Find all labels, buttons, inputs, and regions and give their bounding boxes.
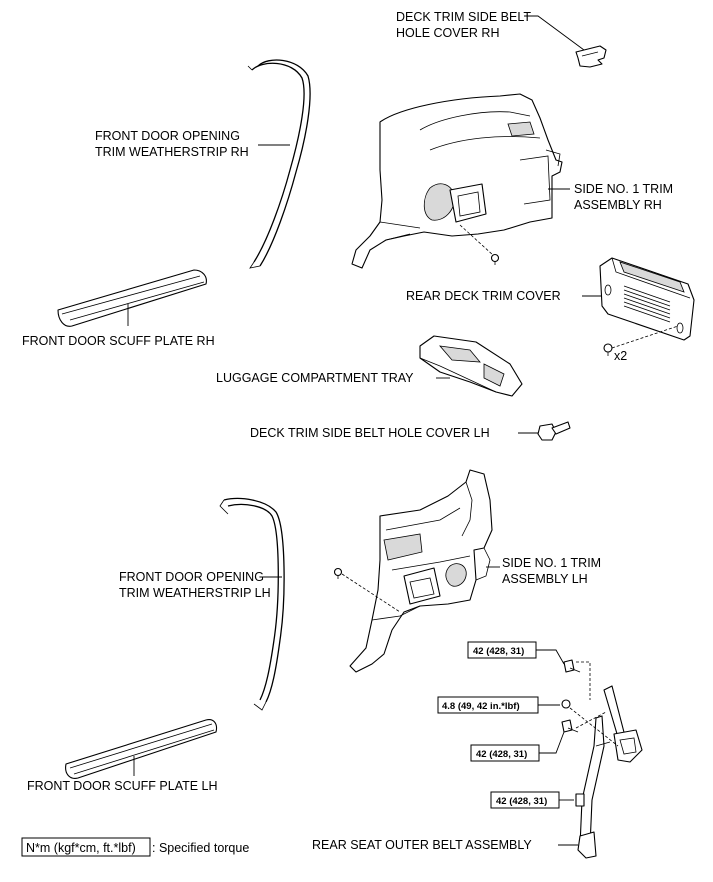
torque-box-4: 42 (428, 31) [490, 791, 574, 809]
label-scuff-rh: FRONT DOOR SCUFF PLATE RH [22, 334, 215, 348]
deck-trim-hole-cover-rh-part [575, 45, 607, 68]
clip-line-lh [341, 573, 401, 613]
belt-bolt-1 [563, 659, 581, 673]
legend-text: : Specified torque [152, 841, 249, 855]
belt-dash-lines [569, 661, 619, 747]
side-trim-rh-part [351, 93, 563, 269]
label-side-trim-rh-line1: SIDE NO. 1 TRIM [574, 182, 673, 196]
label-weatherstrip-rh-line2: TRIM WEATHERSTRIP RH [95, 145, 249, 159]
torque-value-1: 42 (428, 31) [473, 646, 524, 657]
clip-lh [333, 567, 343, 579]
label-deck-trim-rh-line2: HOLE COVER RH [396, 26, 500, 40]
label-rear-seat-belt: REAR SEAT OUTER BELT ASSEMBLY [312, 838, 532, 852]
rear-seat-belt-part [577, 685, 643, 859]
torque-value-4: 42 (428, 31) [496, 796, 547, 807]
weatherstrip-rh-part [247, 59, 311, 269]
side-trim-lh-part [349, 469, 493, 673]
label-luggage-tray: LUGGAGE COMPARTMENT TRAY [216, 371, 414, 385]
label-side-trim-rh-line2: ASSEMBLY RH [574, 198, 662, 212]
belt-nut-2 [561, 699, 571, 709]
label-side-trim-lh-line1: SIDE NO. 1 TRIM [502, 556, 601, 570]
torque-legend: N*m (kgf*cm, ft.*lbf) : Specified torque [21, 837, 249, 857]
leader-deck-trim-rh [524, 15, 585, 51]
scuff-plate-rh-part [57, 269, 207, 327]
clip-deck [603, 343, 613, 356]
legend-unit: N*m (kgf*cm, ft.*lbf) [26, 841, 136, 855]
torque-value-3: 42 (428, 31) [476, 749, 527, 760]
rear-deck-trim-cover-part [599, 257, 695, 341]
scuff-plate-lh-part [65, 719, 218, 779]
deck-trim-hole-cover-lh-part [537, 421, 571, 441]
label-deck-trim-rh-line1: DECK TRIM SIDE BELT [396, 10, 531, 24]
belt-bolt-3 [561, 719, 579, 733]
label-weatherstrip-lh-line2: TRIM WEATHERSTRIP LH [119, 586, 271, 600]
label-rear-deck-cover: REAR DECK TRIM COVER [406, 289, 561, 303]
label-weatherstrip-lh-line1: FRONT DOOR OPENING [119, 570, 264, 584]
weatherstrip-lh-part [219, 497, 285, 711]
label-deck-trim-lh: DECK TRIM SIDE BELT HOLE COVER LH [250, 426, 490, 440]
label-scuff-lh: FRONT DOOR SCUFF PLATE LH [27, 779, 218, 793]
luggage-tray-part [419, 335, 523, 397]
torque-box-1: 42 (428, 31) [467, 641, 565, 665]
label-side-trim-lh-line2: ASSEMBLY LH [502, 572, 588, 586]
clip-line-deck [611, 325, 679, 349]
torque-box-2: 4.8 (49, 42 in.*lbf) [437, 696, 560, 714]
clip-line-rh [459, 224, 495, 257]
belt-bolt-4 [575, 793, 585, 807]
torque-value-2: 4.8 (49, 42 in.*lbf) [442, 701, 520, 712]
label-weatherstrip-rh-line1: FRONT DOOR OPENING [95, 129, 240, 143]
clip-rh [490, 253, 500, 265]
label-qty-x2: x2 [614, 349, 627, 363]
torque-box-3: 42 (428, 31) [470, 731, 565, 762]
